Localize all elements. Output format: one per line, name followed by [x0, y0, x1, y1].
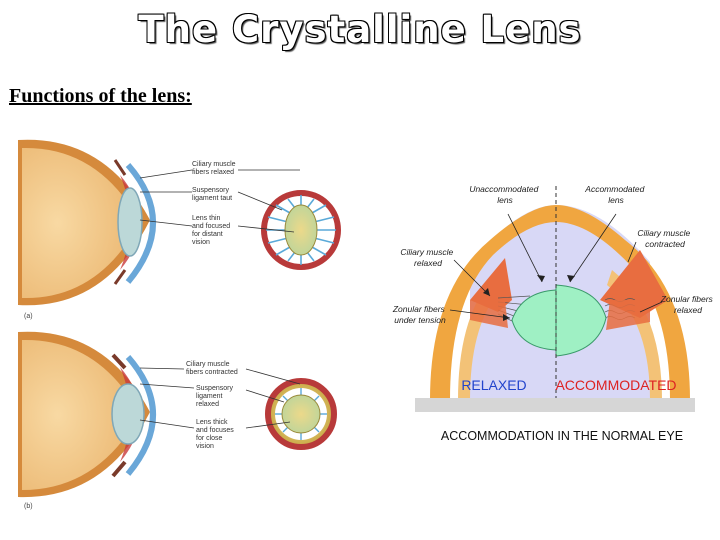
label-zonular-relaxed: Zonular fibers relaxed — [660, 294, 715, 315]
label-a-ciliary: Ciliary muscle fibers relaxed — [192, 161, 238, 176]
lens-ring-b — [265, 378, 337, 450]
label-b-suspensory: Suspensory ligament relaxed — [196, 385, 235, 408]
panel-b-tag: (b) — [24, 503, 33, 510]
subtitle: Functions of the lens: — [9, 85, 192, 107]
label-b-ciliary: Ciliary muscle fibers contracted — [186, 361, 238, 376]
label-a-lens: Lens thin and focused for distant vision — [192, 215, 232, 246]
diagram-caption: ACCOMMODATION IN THE NORMAL EYE — [441, 429, 683, 443]
label-b-lens: Lens thick and focuses for close vision — [196, 419, 236, 450]
label-unaccommodated: Unaccommodated lens — [469, 184, 540, 205]
label-relaxed: RELAXED — [461, 377, 526, 393]
eye-panel-b — [18, 331, 156, 498]
label-accommodated: ACCOMMODATED — [555, 377, 676, 393]
panel-a-tag: (a) — [24, 313, 33, 320]
label-accommodated-lens: Accommodated lens — [584, 184, 646, 205]
eye-panel-a — [18, 139, 156, 306]
label-ciliary-relaxed: Ciliary muscle relaxed — [400, 247, 455, 268]
label-a-suspensory: Suspensory ligament taut — [192, 187, 232, 202]
label-zonular-tension: Zonular fibers under tension — [392, 304, 447, 325]
slide-title: The Crystalline Lens — [138, 8, 582, 51]
label-ciliary-contracted: Ciliary muscle contracted — [637, 228, 692, 249]
lens-ring-a — [261, 190, 341, 270]
